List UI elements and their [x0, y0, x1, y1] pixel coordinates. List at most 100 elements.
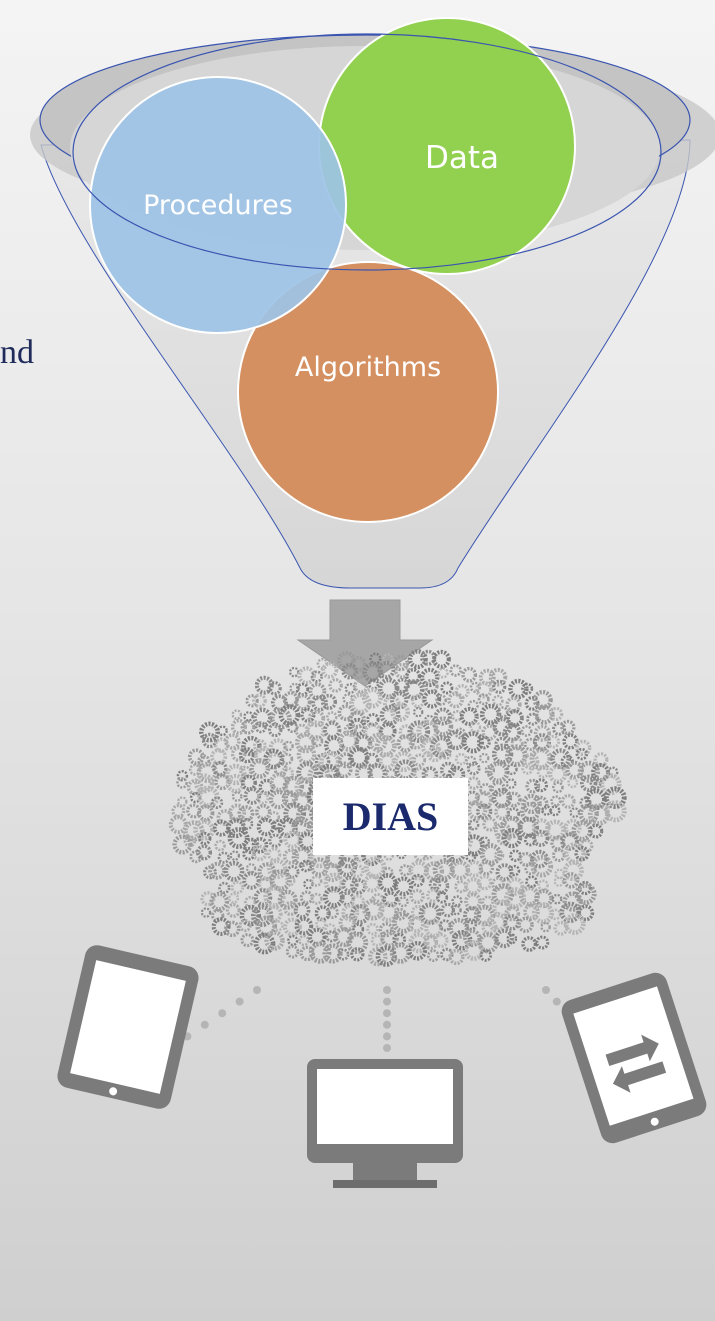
gear-icon: [308, 941, 332, 964]
gear-icon: [324, 923, 337, 935]
gear-icon: [393, 907, 407, 921]
gear-icon: [432, 877, 450, 895]
gear-icon: [390, 691, 409, 710]
gear-icon: [251, 836, 269, 854]
gear-icon: [328, 678, 343, 693]
gear-icon: [454, 727, 467, 740]
gear-icon: [463, 940, 485, 961]
gear-icon: [363, 856, 387, 880]
gear-icon: [603, 786, 627, 809]
gear-icon: [268, 789, 289, 810]
gear-icon: [523, 903, 540, 921]
gear-icon: [225, 903, 241, 918]
gear-icon: [523, 833, 537, 847]
gear-icon: [172, 834, 193, 855]
gear-icon: [441, 749, 452, 760]
gear-icon: [540, 921, 551, 933]
gear-icon: [311, 694, 329, 712]
gear-icon: [491, 787, 513, 809]
gear-icon: [267, 847, 282, 862]
gear-icon: [525, 778, 541, 794]
gear-icon: [176, 769, 189, 782]
gear-icon: [534, 778, 548, 793]
gear-icon: [563, 818, 582, 837]
gear-icon: [335, 761, 353, 779]
dias-label-box: DIAS: [313, 778, 468, 855]
gear-icon: [249, 758, 271, 779]
gear-icon: [345, 931, 369, 955]
gear-icon: [255, 915, 278, 938]
gear-icon: [476, 735, 491, 750]
gear-icon: [478, 860, 495, 876]
gear-icon: [577, 904, 595, 922]
gear-icon: [479, 843, 503, 866]
gear-icon: [494, 737, 509, 751]
tablet-transfer-icon: [561, 972, 707, 1144]
gear-icon: [407, 916, 425, 933]
gear-icon: [264, 930, 285, 951]
gear-icon: [433, 716, 454, 737]
gear-icon: [569, 807, 581, 818]
tablet-icon: [57, 945, 199, 1109]
gear-icon: [341, 903, 360, 922]
gear-icon: [230, 880, 245, 895]
gear-icon: [577, 880, 593, 896]
gear-icon: [241, 735, 262, 757]
gear-icon: [506, 709, 524, 727]
gear-icon: [341, 875, 359, 894]
gear-icon: [283, 900, 299, 917]
algorithms-label: Algorithms: [295, 352, 441, 383]
gear-icon: [560, 719, 576, 736]
gear-icon: [216, 809, 234, 826]
gear-icon: [431, 649, 451, 669]
gear-icon: [575, 747, 589, 761]
gear-icon: [574, 882, 597, 906]
gear-icon: [494, 850, 505, 861]
gear-icon: [481, 918, 498, 936]
gear-icon: [362, 662, 383, 683]
gear-icon: [183, 820, 205, 842]
gear-icon: [475, 680, 493, 699]
gear-icon: [285, 865, 300, 879]
gear-icon: [408, 733, 425, 750]
gear-icon: [562, 733, 579, 750]
gear-icon: [321, 661, 339, 679]
gear-icon: [499, 815, 523, 839]
gear-icon: [423, 935, 439, 950]
gear-icon: [282, 917, 302, 937]
gear-icon: [468, 819, 480, 831]
gear-icon: [451, 904, 462, 916]
gear-icon: [353, 678, 369, 694]
gear-icon: [449, 664, 462, 677]
algorithms-circle: [237, 261, 499, 523]
gear-icon: [213, 737, 230, 753]
gear-icon: [272, 818, 286, 832]
gear-icon: [196, 804, 215, 822]
gear-icon: [223, 920, 241, 938]
gear-icon: [397, 896, 409, 908]
gear-icon: [230, 718, 247, 735]
gear-icon: [326, 711, 338, 723]
gear-icon: [403, 679, 425, 701]
gear-icon: [439, 761, 457, 779]
gear-icon: [186, 778, 204, 796]
gear-icon: [529, 747, 553, 771]
gear-icon: [567, 777, 579, 789]
gear-icon: [476, 803, 493, 820]
gear-icon: [382, 867, 394, 879]
gear-icon: [465, 918, 478, 931]
gear-icon: [479, 752, 490, 764]
gear-icon: [440, 681, 454, 695]
gear-icon: [239, 765, 252, 778]
gear-icon: [374, 735, 397, 758]
gear-icon: [479, 703, 502, 726]
gear-icon: [251, 844, 268, 862]
gear-icon: [242, 871, 261, 890]
gear-icon: [240, 774, 257, 791]
gear-icon: [521, 682, 534, 695]
gear-icon: [228, 892, 240, 904]
gear-icon: [466, 799, 488, 821]
gear-icon: [578, 803, 599, 824]
gear-icon: [281, 752, 294, 765]
gear-icon: [243, 787, 262, 805]
